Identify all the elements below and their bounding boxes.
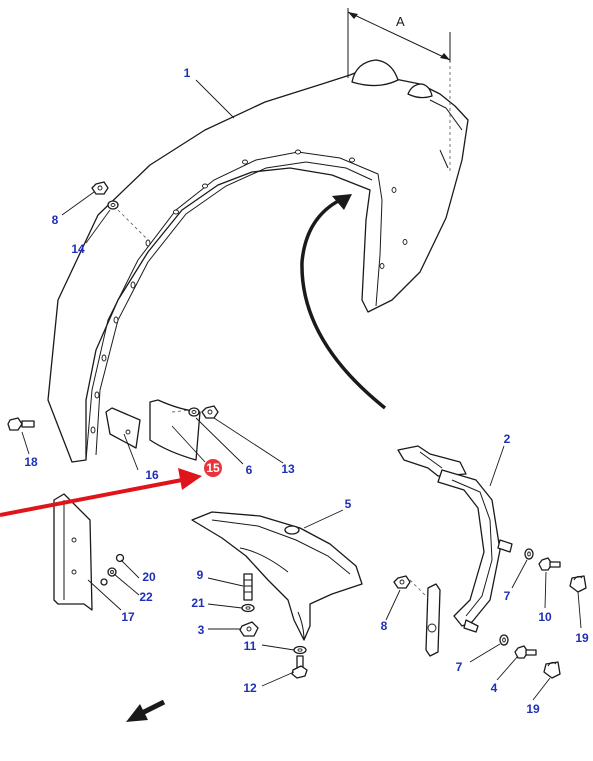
callout-4[interactable]: 4 <box>491 681 498 695</box>
callout-20[interactable]: 20 <box>142 570 156 584</box>
cap-nut-19b <box>543 661 561 679</box>
callout-labels: 1 2 3 4 5 6 7 7 8 8 9 10 11 12 13 14 16 … <box>24 66 589 716</box>
callout-21[interactable]: 21 <box>191 596 205 610</box>
callout-12[interactable]: 12 <box>243 681 257 695</box>
plate-16 <box>105 407 141 449</box>
stud-9 <box>243 573 253 601</box>
dimension-a: A <box>347 8 451 172</box>
bolt-10 <box>538 557 561 571</box>
callout-18[interactable]: 18 <box>24 455 38 469</box>
nut-3 <box>239 621 259 637</box>
callout-19a[interactable]: 19 <box>575 631 589 645</box>
flange-holes <box>90 149 408 434</box>
callout-6[interactable]: 6 <box>246 463 253 477</box>
callout-14[interactable]: 14 <box>71 242 85 256</box>
washer-14 <box>107 200 119 210</box>
mud-flap-15 <box>149 399 201 461</box>
callout-19b[interactable]: 19 <box>526 702 540 716</box>
callout-8b[interactable]: 8 <box>381 619 388 633</box>
washer-11 <box>293 645 307 655</box>
callout-22[interactable]: 22 <box>139 590 153 604</box>
callout-16[interactable]: 16 <box>145 468 159 482</box>
washer-7a <box>524 548 534 560</box>
callout-badge-15[interactable]: 15 <box>204 459 222 477</box>
nut-22b <box>100 578 108 586</box>
callout-9[interactable]: 9 <box>197 568 204 582</box>
leader-lines <box>21 79 582 701</box>
nut-20 <box>115 553 125 563</box>
washer-21 <box>241 603 255 613</box>
callout-10[interactable]: 10 <box>538 610 552 624</box>
callout-7b[interactable]: 7 <box>456 660 463 674</box>
washer-6 <box>188 407 200 417</box>
nut-8 <box>91 181 109 195</box>
callout-1[interactable]: 1 <box>184 66 191 80</box>
callout-13[interactable]: 13 <box>281 462 295 476</box>
callout-7a[interactable]: 7 <box>504 589 511 603</box>
callout-3[interactable]: 3 <box>198 623 205 637</box>
nut-13 <box>201 405 219 419</box>
front-direction-arrow <box>126 699 166 722</box>
callout-badge-15-label: 15 <box>206 461 220 475</box>
highlight-arrow <box>0 468 202 517</box>
dimension-a-label: A <box>396 14 405 29</box>
cap-nut-19a <box>569 575 587 593</box>
washer-22 <box>107 567 117 577</box>
frame-bracket-2 <box>397 445 513 657</box>
nut-8b <box>393 575 411 589</box>
bolt-4 <box>514 645 537 659</box>
callout-5[interactable]: 5 <box>345 497 352 511</box>
callout-8a[interactable]: 8 <box>52 213 59 227</box>
callout-17[interactable]: 17 <box>121 610 135 624</box>
inner-shield-5 <box>191 511 363 641</box>
callout-11[interactable]: 11 <box>244 639 257 653</box>
fender <box>47 59 469 463</box>
callout-2[interactable]: 2 <box>504 432 511 446</box>
bolt-18 <box>7 417 35 431</box>
bolt-12 <box>291 655 308 679</box>
washer-7b <box>499 634 509 646</box>
direction-arrow-curved <box>300 194 387 410</box>
bracket-17 <box>53 493 93 611</box>
